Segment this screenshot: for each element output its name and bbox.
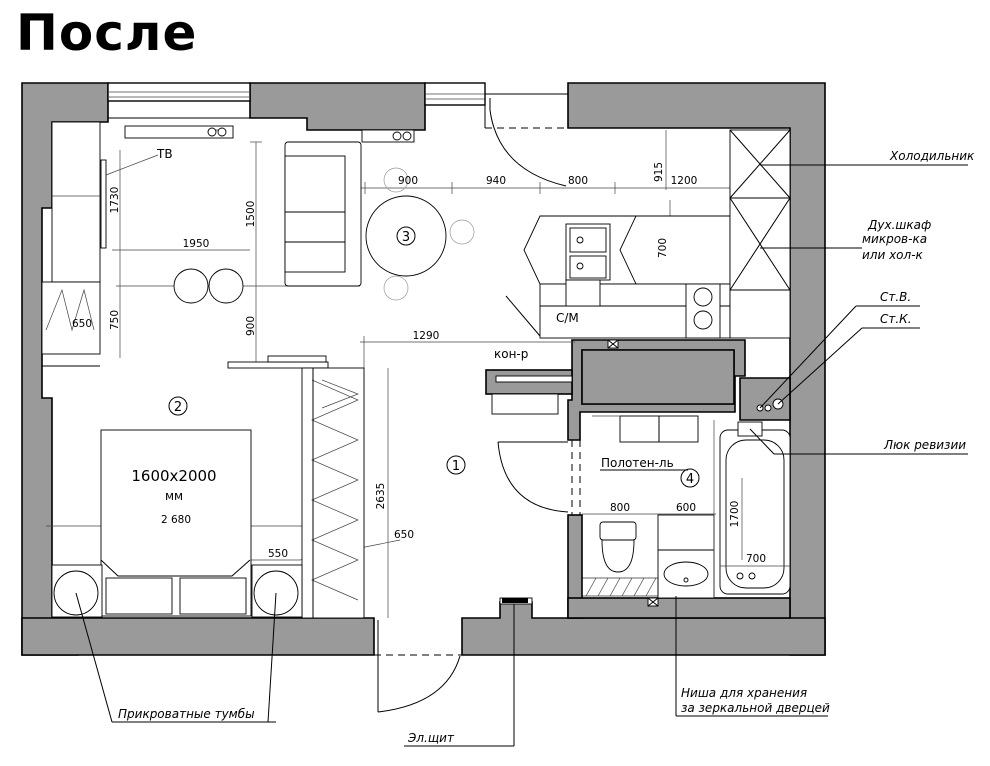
niche-label-line1: Ниша для хранения bbox=[681, 686, 807, 700]
dim-700-bath: 700 bbox=[746, 553, 766, 565]
kitchen-counter bbox=[505, 215, 731, 339]
bathroom-door bbox=[497, 440, 581, 515]
dim-1500: 1500 bbox=[245, 201, 257, 228]
nightstands-label: Прикроватные тумбы bbox=[118, 707, 255, 721]
wall-bathroom-right bbox=[739, 377, 791, 421]
tv bbox=[100, 154, 159, 249]
towel-label: Полотен-ль bbox=[601, 456, 674, 470]
dim-800-top: 800 bbox=[568, 175, 588, 187]
balcony-door bbox=[484, 83, 568, 187]
room-number-1: 1 bbox=[452, 459, 460, 474]
dim-900-top: 900 bbox=[398, 175, 418, 187]
oven-label-line2: микров-ка bbox=[862, 232, 927, 246]
nightstand-leaders bbox=[75, 592, 277, 723]
interior-walls bbox=[485, 339, 791, 619]
dim-1730: 1730 bbox=[109, 187, 121, 214]
room-number-2: 2 bbox=[174, 400, 182, 415]
dim-700-kitchen: 700 bbox=[657, 238, 669, 258]
washer-label: С/М bbox=[556, 311, 579, 325]
room-number-3: 3 bbox=[402, 230, 410, 245]
conditioner bbox=[491, 393, 559, 415]
dim-900-mid: 900 bbox=[245, 316, 257, 336]
fridge-column bbox=[729, 129, 791, 339]
entrance-door bbox=[374, 620, 462, 713]
wall-vent-inner bbox=[581, 349, 735, 405]
panel-label: Эл.щит bbox=[407, 731, 455, 745]
dim-1950: 1950 bbox=[183, 238, 210, 250]
hatch-label: Люк ревизии bbox=[883, 438, 966, 452]
room-number-4: 4 bbox=[686, 472, 694, 487]
top-shelves bbox=[108, 117, 415, 143]
dining-table bbox=[365, 167, 475, 301]
dim-1290: 1290 bbox=[413, 330, 440, 342]
niche-label-line2: за зеркальной дверцей bbox=[681, 701, 830, 715]
dim-2635: 2635 bbox=[375, 483, 387, 510]
dim-650-left: 650 bbox=[72, 318, 92, 330]
fridge-label: Холодильник bbox=[889, 149, 975, 163]
tv-label: ТВ bbox=[156, 147, 173, 161]
dim-650-wardrobe: 650 bbox=[394, 529, 414, 541]
bed-size-unit: мм bbox=[165, 489, 183, 503]
leader-lines bbox=[600, 164, 968, 717]
dimension-labels: 1730 1500 1950 900 940 800 915 1200 700 … bbox=[72, 162, 766, 565]
wardrobe bbox=[227, 355, 365, 619]
dim-2680: 2 680 bbox=[161, 514, 191, 526]
dim-915: 915 bbox=[653, 162, 665, 182]
room-numbers: 1 2 3 4 bbox=[168, 226, 700, 488]
page-title: После bbox=[16, 4, 198, 62]
dim-940: 940 bbox=[486, 175, 506, 187]
wall-bottom-right bbox=[461, 601, 826, 656]
poufs bbox=[173, 268, 244, 304]
dim-1200: 1200 bbox=[671, 175, 698, 187]
dim-1700: 1700 bbox=[729, 501, 741, 528]
dim-600: 600 bbox=[676, 502, 696, 514]
sewer-riser-label: Ст.К. bbox=[880, 312, 912, 326]
left-shelving bbox=[41, 121, 101, 367]
wall-bottom-left bbox=[21, 617, 375, 656]
dim-800-bath: 800 bbox=[610, 502, 630, 514]
wall-top-middle bbox=[249, 82, 426, 131]
nightstand-right bbox=[251, 564, 303, 618]
sofa bbox=[284, 141, 362, 287]
oven-label-line1: Дух.шкаф bbox=[867, 218, 931, 232]
oven-label-line3: или хол-к bbox=[862, 248, 924, 262]
outer-walls bbox=[21, 82, 826, 656]
electric-panel bbox=[404, 597, 533, 747]
conditioner-label: кон-р bbox=[494, 347, 528, 361]
bed-size-label: 1600x2000 bbox=[131, 467, 216, 485]
nightstand-left bbox=[51, 564, 103, 618]
bathroom-fixtures bbox=[581, 339, 791, 607]
dim-750: 750 bbox=[109, 310, 121, 330]
cold-riser-label: Ст.В. bbox=[880, 290, 911, 304]
dim-550: 550 bbox=[268, 548, 288, 560]
windows bbox=[107, 82, 486, 106]
bed bbox=[100, 429, 252, 617]
